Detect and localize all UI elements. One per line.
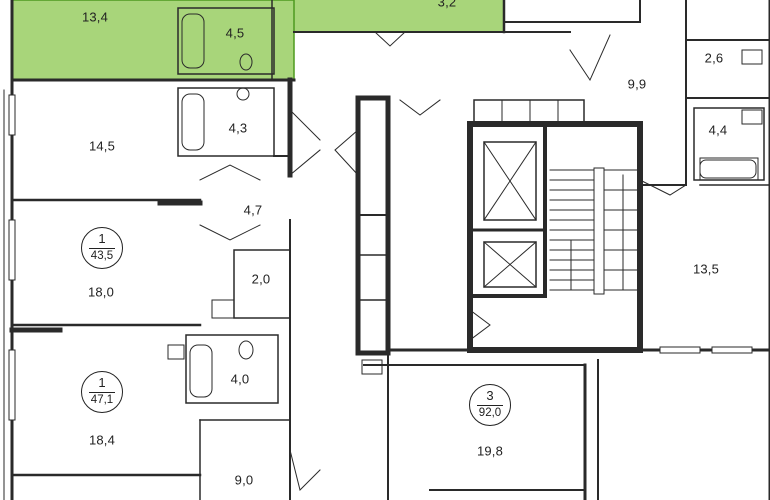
- room-area-label: 2,6: [704, 50, 724, 66]
- room-area-label: 3,2: [437, 0, 457, 10]
- room-area-label: 18,4: [88, 432, 116, 448]
- apartment-area: 43,5: [90, 250, 114, 262]
- room-area-label: 2,0: [251, 271, 271, 287]
- room-area-label: 9,0: [234, 472, 254, 488]
- apartment-badge-a[interactable]: 1 43,5: [81, 227, 123, 269]
- apartment-badge-c[interactable]: 3 92,0: [469, 384, 511, 426]
- apartment-rooms: 1: [98, 375, 106, 390]
- apartment-badge-b[interactable]: 1 47,1: [81, 371, 123, 413]
- room-area-label: 13,4: [81, 9, 109, 25]
- apartment-area: 92,0: [478, 407, 502, 419]
- room-area-label: 19,8: [476, 443, 504, 459]
- badge-divider: [89, 392, 115, 393]
- room-area-label: 4,3: [228, 120, 248, 136]
- room-area-label: 4,5: [225, 25, 245, 41]
- highlighted-apartment[interactable]: [11, 0, 504, 81]
- room-area-label: 4,0: [230, 371, 250, 387]
- room-area-label: 4,4: [708, 122, 728, 138]
- room-area-label: 18,0: [87, 284, 115, 300]
- room-area-label: 9,9: [627, 76, 647, 92]
- walls: [3, 0, 770, 500]
- apartment-rooms: 3: [486, 388, 494, 403]
- badge-divider: [477, 405, 503, 406]
- room-area-label: 14,5: [88, 138, 116, 154]
- apartment-area: 47,1: [90, 394, 114, 406]
- room-area-label: 4,7: [243, 202, 263, 218]
- apartment-rooms: 1: [98, 231, 106, 246]
- badge-divider: [89, 248, 115, 249]
- room-area-label: 13,5: [692, 261, 720, 277]
- windows: [8, 94, 753, 421]
